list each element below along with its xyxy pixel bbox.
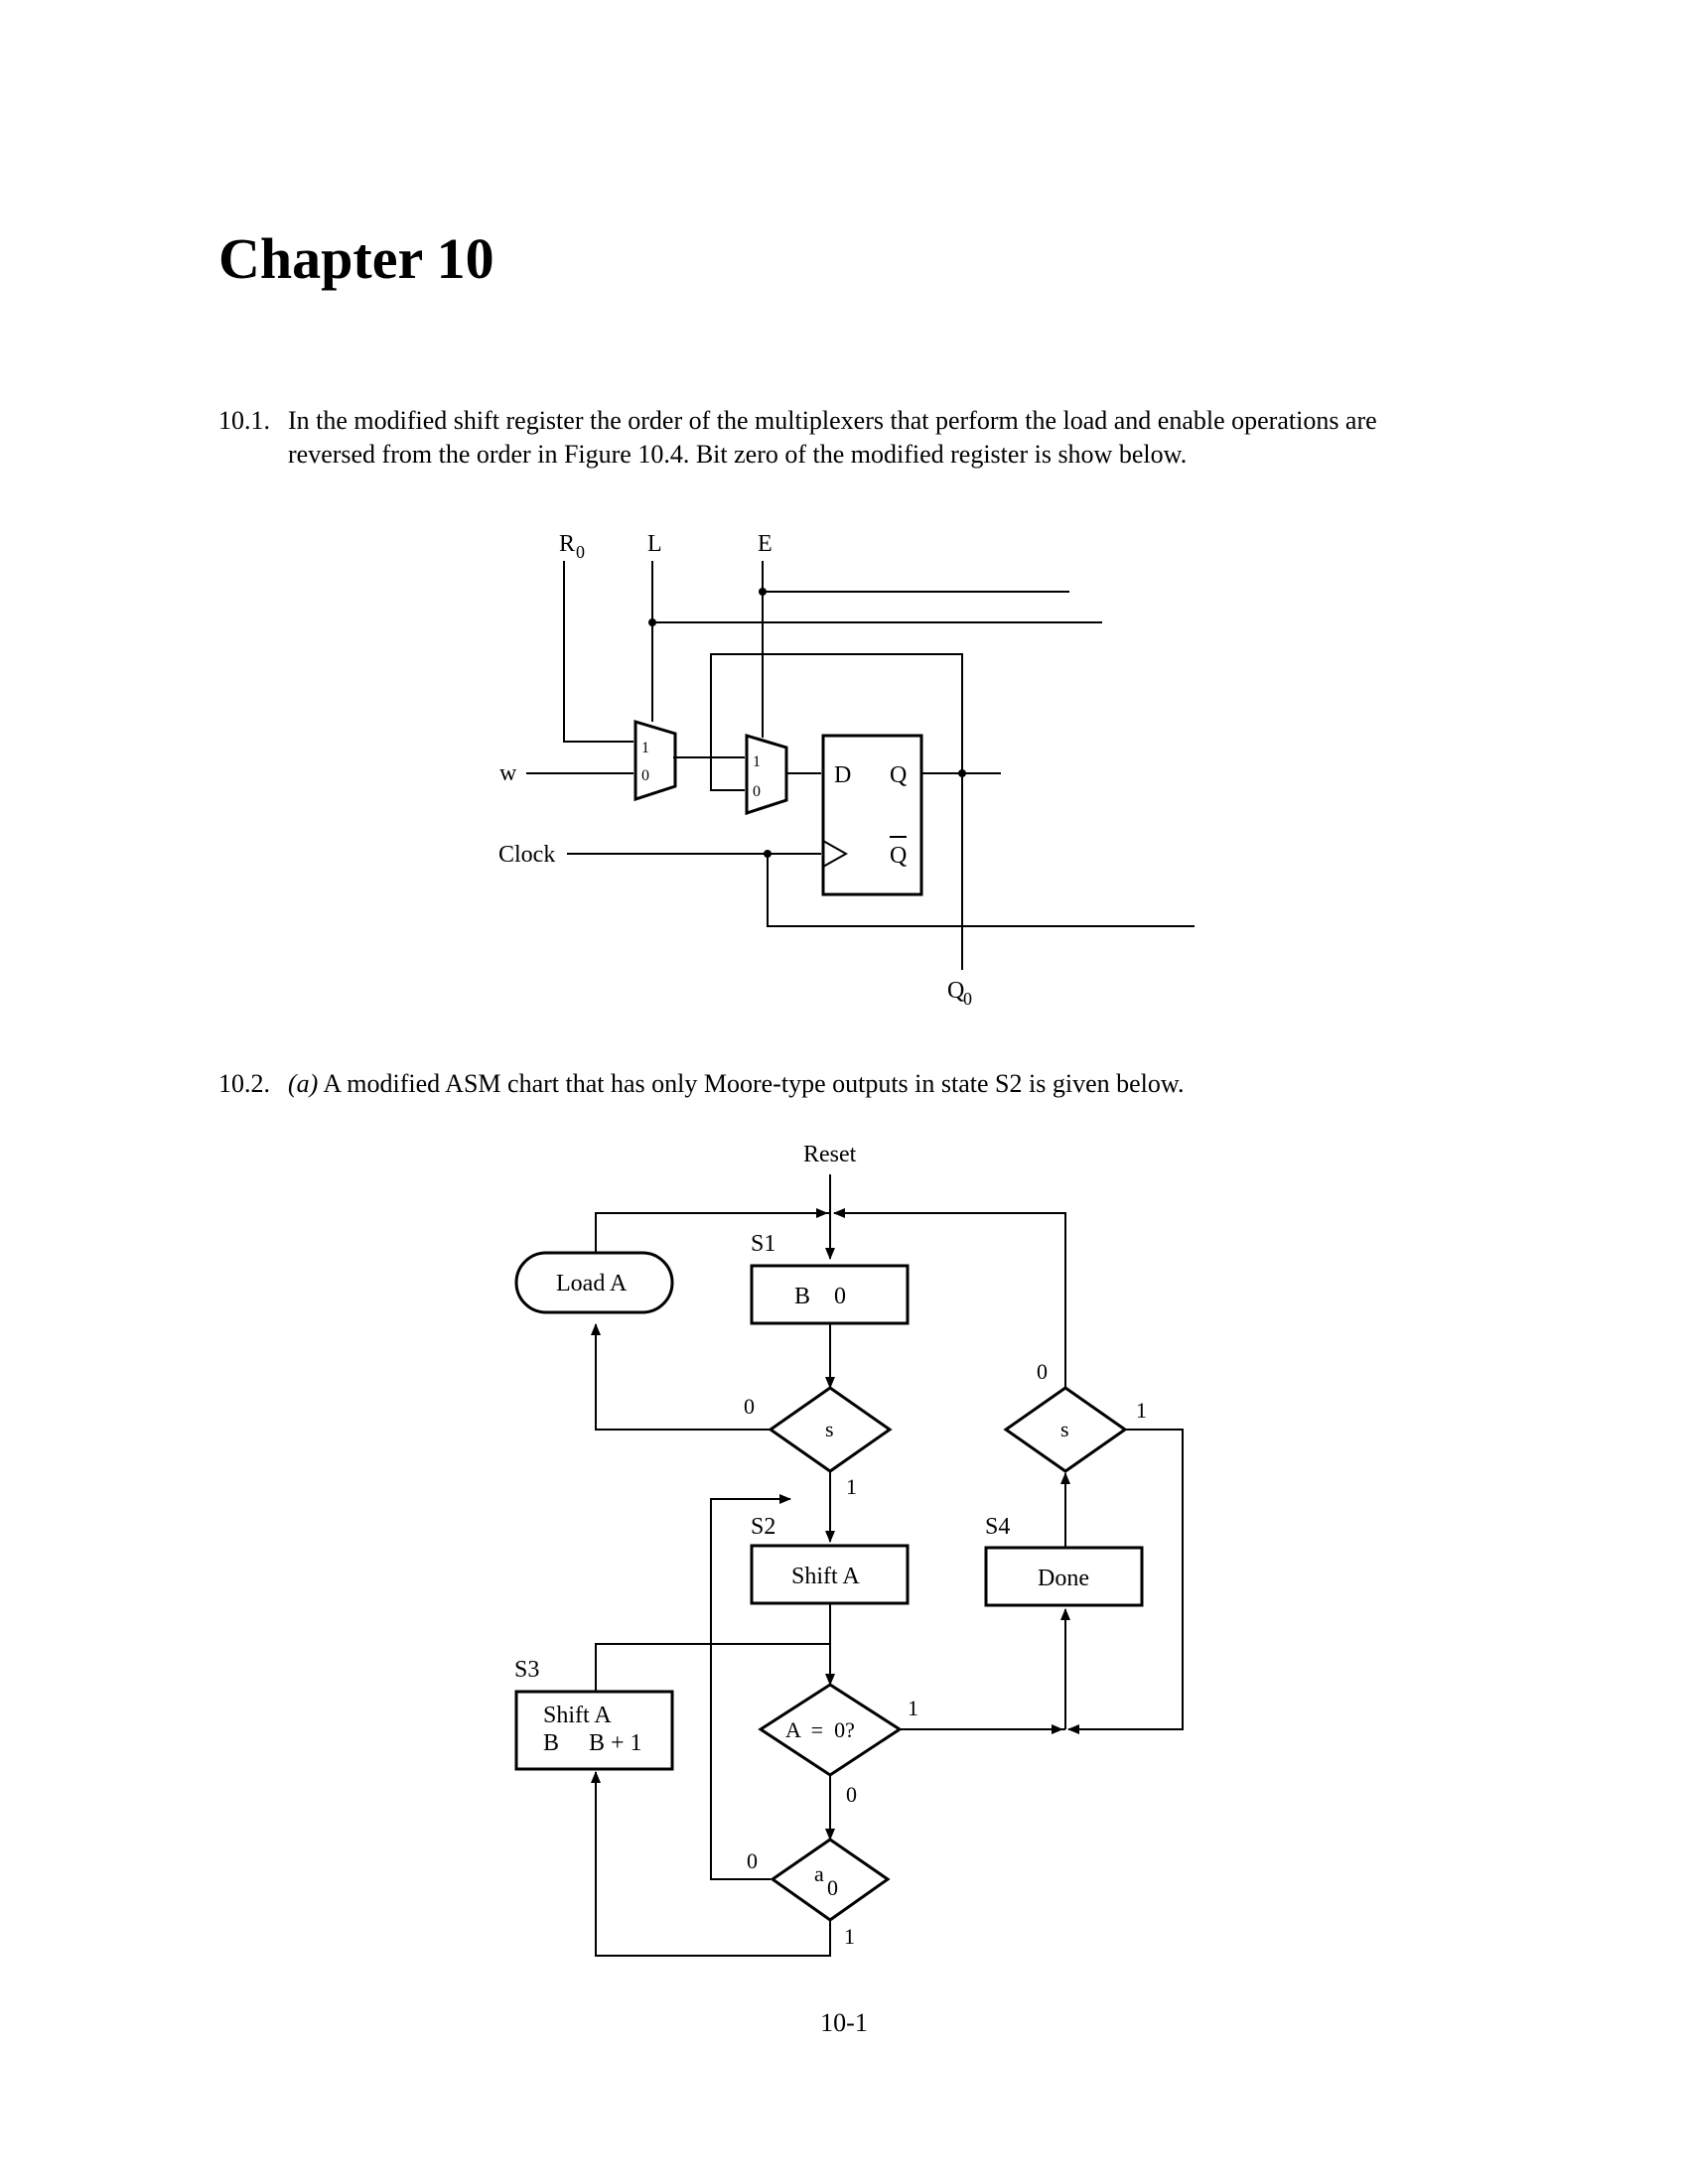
s-left-zero-label: 0 — [744, 1394, 755, 1419]
s-zero-wire — [595, 1324, 771, 1431]
problem-part: (a) — [288, 1069, 319, 1098]
s1-box-text: B 0 — [794, 1284, 846, 1309]
a-eq-0-zero-label: 0 — [846, 1782, 857, 1807]
a0-decision — [770, 1838, 891, 1922]
problem-number: 10.2. — [218, 1069, 270, 1098]
l-label: L — [647, 531, 662, 557]
problem-number: 10.1. — [218, 406, 270, 435]
q-junction — [958, 769, 966, 777]
s-left-one-label: 1 — [846, 1474, 857, 1499]
problem-10-1-text: 10.1. In the modified shift register the … — [218, 404, 1470, 472]
a-eq-0-text: A = 0? — [785, 1717, 855, 1742]
problem-text: A modified ASM chart that has only Moore… — [323, 1069, 1185, 1098]
mux2-input-0-label: 0 — [753, 783, 761, 800]
s2-label: S2 — [751, 1514, 775, 1540]
mux2 — [745, 733, 788, 816]
ff-d-label: D — [834, 762, 851, 788]
s4-return-wire — [834, 1212, 1066, 1388]
mux2-input-1-label: 1 — [753, 753, 761, 770]
s2-box-text: Shift A — [791, 1564, 860, 1589]
s3-state-box — [514, 1690, 674, 1771]
reset-label: Reset — [803, 1142, 857, 1167]
r0-label: R — [559, 531, 575, 557]
l-junction — [648, 618, 656, 626]
load-a-return-wire — [595, 1212, 830, 1253]
feedback-wire — [710, 653, 963, 773]
a-eq-0-one-label: 1 — [908, 1696, 918, 1720]
ff-q-label: Q — [890, 762, 907, 788]
mux1-input-0-label: 0 — [641, 767, 649, 784]
s-right-zero-label: 0 — [1037, 1359, 1048, 1384]
load-a-output-box — [514, 1251, 674, 1314]
s4-label: S4 — [985, 1514, 1010, 1540]
s-right-text: s — [1060, 1417, 1069, 1441]
mux1-output-wire — [673, 756, 745, 791]
mux1-input-1-label: 1 — [641, 740, 649, 756]
a-eq-0-decision — [758, 1683, 903, 1777]
s3-box-line1: Shift A — [543, 1703, 612, 1728]
a0-one-label: 1 — [844, 1924, 855, 1949]
s3-return-wire — [595, 1643, 830, 1692]
clock-label: Clock — [498, 842, 555, 868]
r0-wire — [563, 561, 633, 743]
s-left-text: s — [825, 1417, 834, 1441]
d-flip-flop — [821, 734, 923, 896]
mux1 — [633, 719, 677, 802]
s4-s-one-wire — [1068, 1429, 1184, 1730]
a0-text: a — [814, 1861, 824, 1886]
s4-box-text: Done — [1038, 1566, 1089, 1591]
chapter-title: Chapter 10 — [218, 226, 494, 291]
s1-state-box — [750, 1264, 910, 1325]
page-number: 10-1 — [820, 2008, 868, 2037]
a0-one-wire — [595, 1772, 831, 1957]
s3-label: S3 — [514, 1657, 539, 1683]
clock-bus-wire — [767, 854, 1195, 927]
q0-label: Q — [947, 978, 964, 1004]
s-decision-left — [768, 1386, 893, 1473]
e-label: E — [758, 531, 773, 557]
problem-text-line1: In the modified shift register the order… — [288, 406, 1377, 435]
w-label: w — [499, 760, 517, 786]
s-right-one-label: 1 — [1136, 1398, 1147, 1423]
clock-junction — [764, 850, 772, 858]
a0-zero-wire — [710, 1498, 790, 1880]
s4-state-box — [984, 1546, 1144, 1607]
a0-subscript: 0 — [827, 1875, 838, 1900]
s3-box-line2: B B + 1 — [543, 1730, 642, 1756]
problem-text-line2: reversed from the order in Figure 10.4. … — [288, 440, 1188, 469]
ff-qbar-label: Q — [890, 843, 907, 869]
q0-subscript: 0 — [963, 989, 972, 1009]
s1-label: S1 — [751, 1231, 775, 1257]
a0-zero-label: 0 — [747, 1848, 758, 1873]
load-a-text: Load A — [556, 1271, 628, 1297]
s-decision-right — [1003, 1386, 1128, 1473]
s2-state-box — [750, 1544, 910, 1605]
e-junction — [759, 588, 767, 596]
problem-10-2-text: 10.2. (a) A modified ASM chart that has o… — [218, 1067, 1470, 1101]
r0-subscript: 0 — [576, 542, 585, 562]
clock-triangle — [822, 840, 849, 868]
